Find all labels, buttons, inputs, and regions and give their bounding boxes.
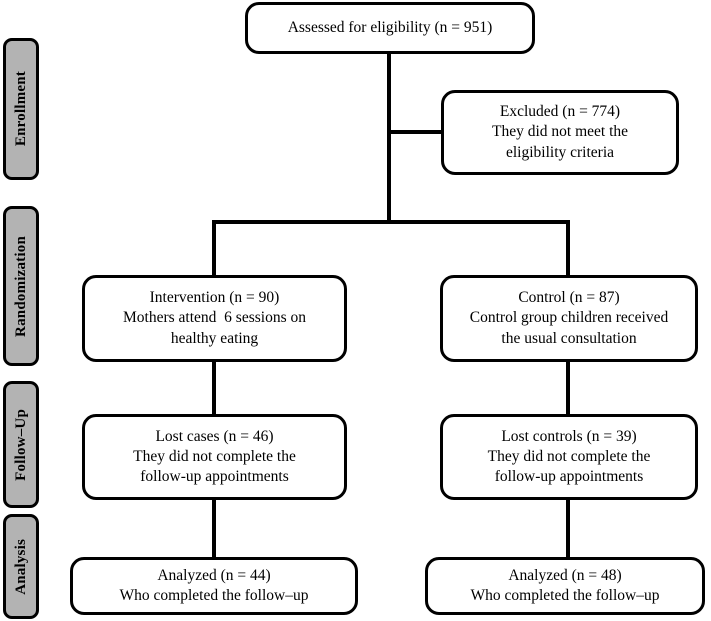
node-line: Excluded (n = 774): [499, 103, 621, 121]
node-analyzed-intervention: Analyzed (n = 44) Who completed the foll…: [70, 557, 358, 615]
node-intervention: Intervention (n = 90) Mothers attend 6 s…: [82, 275, 347, 362]
node-line: Analyzed (n = 44): [157, 566, 271, 584]
connector-lostcases-to-analyzed: [212, 496, 216, 560]
node-line: Who completed the follow–up: [119, 587, 309, 604]
stage-followup-label: Follow–Up: [12, 408, 29, 481]
node-line: follow-up appointments: [140, 468, 289, 486]
stage-randomization: Randomization: [3, 206, 39, 366]
node-assessed-for-eligibility: Assessed for eligibility (n = 951): [245, 2, 535, 54]
node-line: They did not complete the: [133, 447, 296, 465]
stage-analysis-label: Analysis: [12, 538, 29, 595]
node-line: Control (n = 87): [518, 289, 620, 307]
connector-assessed-trunk: [387, 52, 391, 223]
node-line: Lost cases (n = 46): [155, 427, 274, 445]
stage-enrollment-label: Enrollment: [12, 71, 29, 147]
node-lost-cases: Lost cases (n = 46) They did not complet…: [82, 414, 347, 500]
node-line: Who completed the follow–up: [470, 587, 660, 604]
node-line: They did not meet the: [491, 123, 629, 141]
connector-branch-left-leg: [212, 220, 216, 278]
node-line: healthy eating: [170, 329, 259, 347]
stage-followup: Follow–Up: [3, 381, 39, 508]
node-control: Control (n = 87) Control group children …: [440, 275, 698, 362]
connector-intervention-to-lostcases: [212, 358, 216, 418]
node-line: They did not complete the: [487, 447, 651, 465]
connector-randomization-branch: [212, 220, 570, 224]
node-analyzed-control: Analyzed (n = 48) Who completed the foll…: [425, 557, 705, 615]
node-line: the usual consultation: [501, 329, 637, 347]
stage-analysis: Analysis: [3, 514, 39, 619]
node-line: Mothers attend 6 sessions on: [123, 309, 306, 327]
node-line: Control group children received: [469, 309, 669, 327]
node-line: Assessed for eligibility (n = 951): [287, 18, 493, 36]
connector-assessed-to-excluded: [387, 130, 443, 134]
stage-randomization-label: Randomization: [12, 235, 29, 337]
node-line: Intervention (n = 90): [149, 289, 280, 307]
node-line: Analyzed (n = 48): [508, 566, 622, 584]
connector-branch-right-leg: [566, 220, 570, 278]
connector-lostcontrols-to-analyzed: [566, 496, 570, 560]
connector-control-to-lostcontrols: [566, 358, 570, 418]
node-lost-controls: Lost controls (n = 39) They did not comp…: [440, 414, 698, 500]
stage-enrollment: Enrollment: [3, 38, 39, 180]
node-excluded: Excluded (n = 774) They did not meet the…: [441, 90, 679, 175]
node-line: eligibility criteria: [505, 143, 615, 161]
node-line: Lost controls (n = 39): [501, 427, 637, 445]
node-line: follow-up appointments: [494, 468, 644, 486]
